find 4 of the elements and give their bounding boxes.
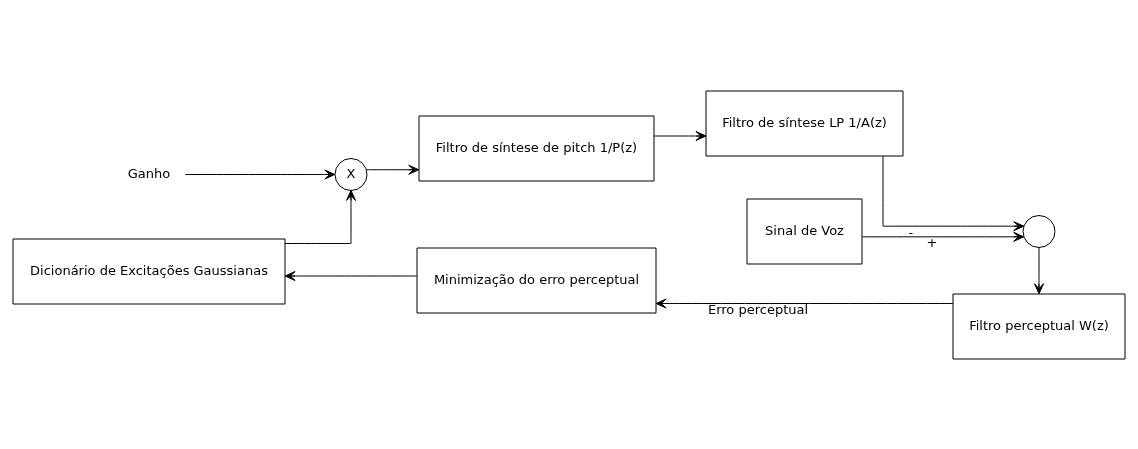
edge-label: + — [926, 234, 938, 250]
edge-label: Erro perceptual — [707, 301, 809, 317]
node-text: Ganho — [127, 165, 171, 181]
edge-label: - — [908, 224, 914, 240]
